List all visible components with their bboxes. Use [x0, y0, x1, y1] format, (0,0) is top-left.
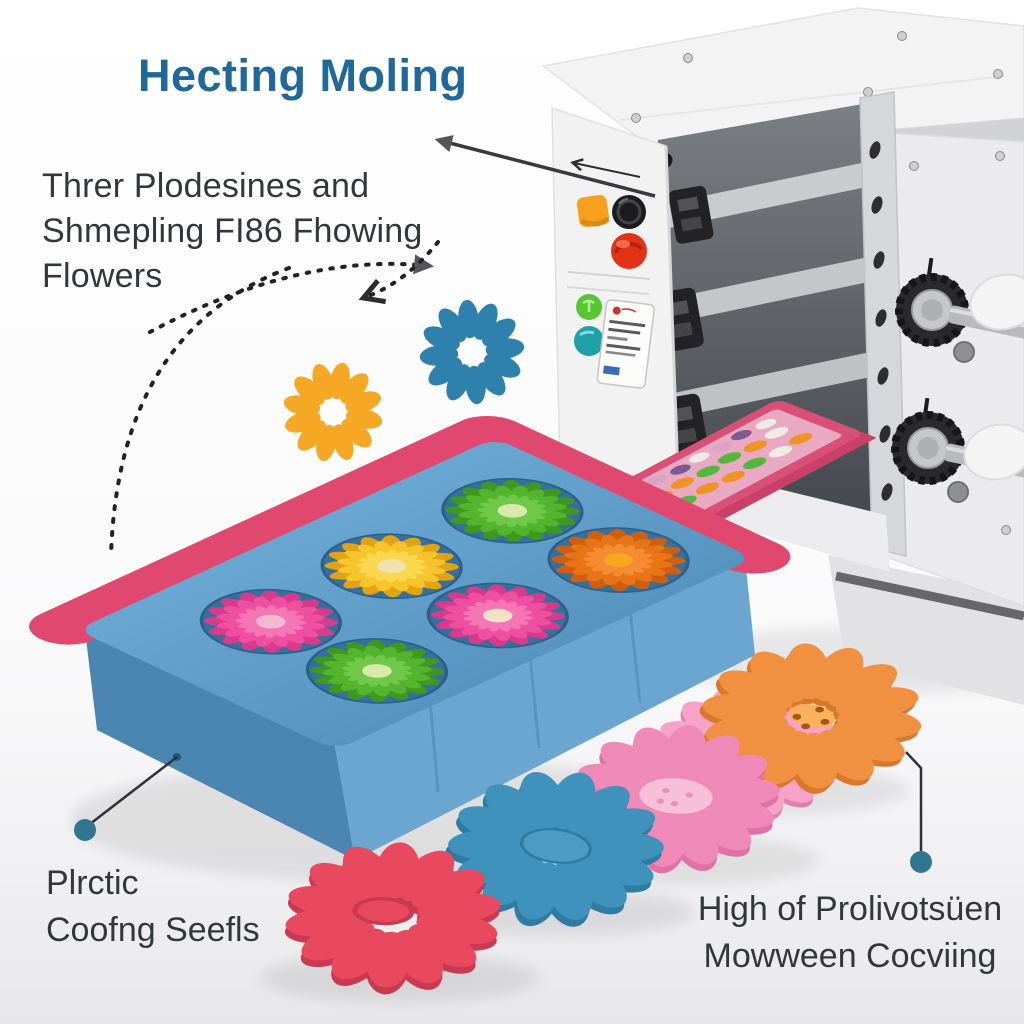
sticker-logo	[612, 306, 621, 315]
solid-arrow-to-title	[434, 135, 656, 198]
machine-shelves	[660, 160, 880, 420]
annotation-arrows	[109, 135, 656, 558]
tray-side-left	[85, 630, 355, 860]
leader-lines	[74, 751, 932, 873]
caption-bottom-right: High of Prolivotsüen Mowween Cocviing	[650, 886, 1024, 980]
leader-line-right	[905, 751, 923, 852]
machine-base-slot	[835, 571, 1024, 621]
orange-button	[576, 194, 610, 228]
sticker-badge	[602, 365, 620, 376]
description-block: Threr Plodesines and Shmepling FI86 Fhow…	[42, 164, 423, 299]
flower-puck-orange	[662, 620, 958, 817]
mold-flower-yellow	[296, 522, 487, 611]
caption-bottom-left: Plrctic Coofng Seefls	[46, 860, 260, 954]
mold-flower-orange	[523, 516, 714, 604]
blue-daisy-icon	[414, 294, 530, 410]
leader-line-left	[89, 756, 178, 825]
mold-flower-green-front	[282, 627, 472, 715]
page-title: Hecting Moling	[138, 50, 468, 101]
control-panel	[551, 106, 680, 477]
caption-right-line-1: High of Prolivotsüen	[697, 890, 1003, 928]
output-tray-front	[676, 431, 877, 537]
dotted-arc-right	[148, 254, 434, 334]
yellow-daisy-icon	[273, 352, 393, 472]
panel-divider-1	[567, 271, 651, 280]
panel-divider-2	[566, 286, 650, 295]
leader-dot-right	[910, 851, 932, 873]
green-button	[576, 294, 602, 320]
small-panel-arrow	[570, 158, 641, 178]
right-panel-screws	[909, 151, 1011, 535]
flower-puck-pink	[555, 715, 796, 884]
tray-front-grooves	[428, 609, 642, 793]
housing-screws	[631, 31, 1003, 123]
flower-puck-red	[274, 837, 511, 1000]
mold-flower-pink-back	[176, 577, 366, 666]
description-line-3: Flowers	[42, 257, 163, 295]
shaft-assembly-lower	[891, 397, 1024, 503]
rail-slots	[869, 141, 893, 501]
leader-dot-left	[74, 819, 96, 841]
dotted-arc-to-tray	[109, 266, 291, 558]
flower-pucks	[260, 620, 958, 1002]
teal-button	[574, 326, 604, 356]
flower-puck-blue	[420, 754, 689, 945]
description-line-2: Shmepling FI86 Fhowing	[42, 212, 423, 250]
dotted-arc-down-left	[358, 240, 440, 305]
molding-machine	[541, 7, 1024, 705]
caption-left-line-2: Coofng Seefls	[46, 911, 260, 949]
housing-facet-line	[619, 75, 1006, 121]
black-knob	[612, 195, 646, 229]
caption-left-line-1: Plrctic	[46, 864, 139, 902]
description-line-1: Threr Plodesines and	[42, 167, 370, 205]
caption-right-line-2: Mowween Cocviing	[703, 937, 997, 975]
tray-rim-pink	[29, 416, 791, 645]
label-sticker	[596, 299, 655, 389]
tray-side-front	[335, 558, 755, 860]
mold-flower-pink-front	[402, 571, 593, 660]
red-button	[611, 233, 647, 269]
shaft-assembly-upper	[895, 257, 1024, 363]
mold-flower-green-back	[417, 467, 608, 555]
